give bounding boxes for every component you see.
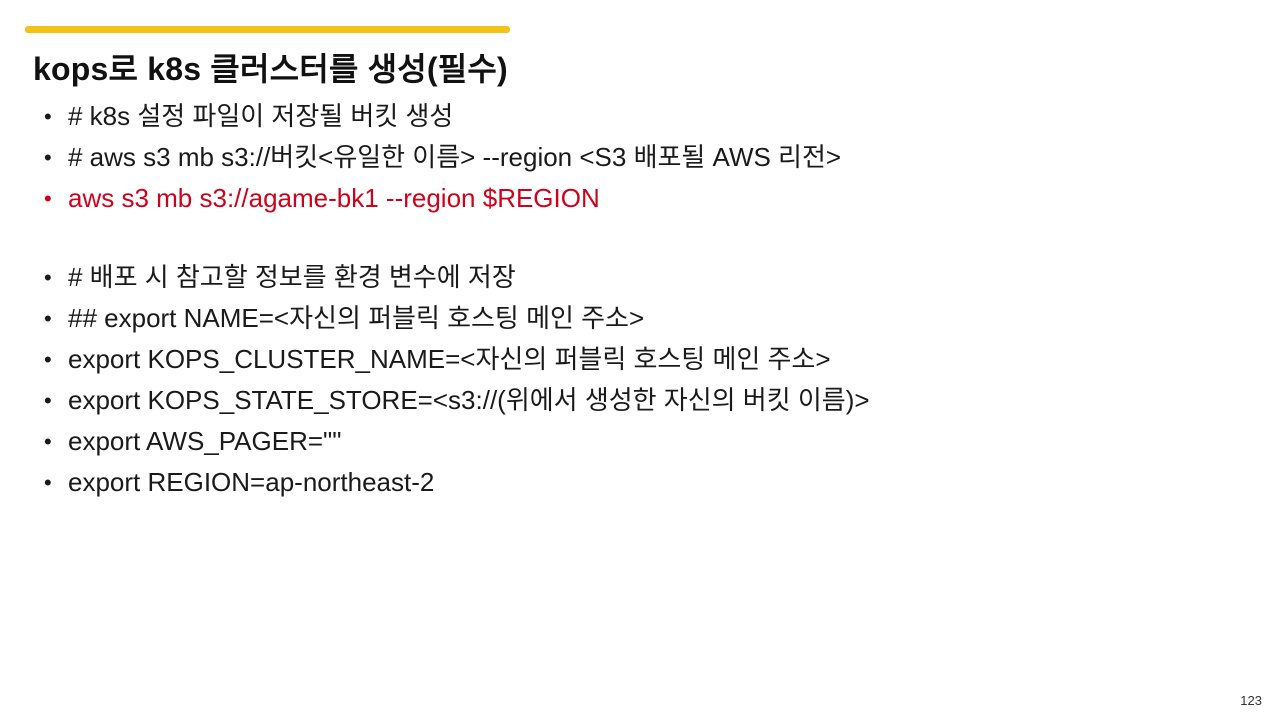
bullet-dot-icon: • [44, 186, 52, 211]
bullet-item-export-cluster-name: • export KOPS_CLUSTER_NAME=<자신의 퍼블릭 호스팅 … [40, 339, 870, 380]
bullet-dot-icon: • [44, 265, 52, 290]
bullet-text: export KOPS_STATE_STORE=<s3://(위에서 생성한 자… [68, 385, 870, 415]
bullet-item-export-name-comment: • ## export NAME=<자신의 퍼블릭 호스팅 메인 주소> [40, 298, 870, 339]
bullet-dot-icon: • [44, 104, 52, 129]
bullet-text: export REGION=ap-northeast-2 [68, 467, 435, 497]
bullet-text: export KOPS_CLUSTER_NAME=<자신의 퍼블릭 호스팅 메인… [68, 344, 831, 374]
bullet-item-comment-mb-syntax: • # aws s3 mb s3://버킷<유일한 이름> --region <… [40, 137, 870, 178]
bullet-text: # 배포 시 참고할 정보를 환경 변수에 저장 [68, 262, 516, 292]
bullet-text: # aws s3 mb s3://버킷<유일한 이름> --region <S3… [68, 142, 842, 172]
bullet-text: aws s3 mb s3://agame-bk1 --region $REGIO… [68, 183, 600, 213]
bullet-item-export-state-store: • export KOPS_STATE_STORE=<s3://(위에서 생성한… [40, 380, 870, 421]
title-accent-bar [25, 26, 510, 33]
bullet-dot-icon: • [44, 347, 52, 372]
page-number: 123 [1240, 693, 1262, 708]
bullet-dot-icon: • [44, 306, 52, 331]
bullet-text: export AWS_PAGER="" [68, 426, 342, 456]
bullet-dot-icon: • [44, 388, 52, 413]
bullet-item-comment-create-bucket: • # k8s 설정 파일이 저장될 버킷 생성 [40, 96, 870, 137]
bullet-dot-icon: • [44, 470, 52, 495]
bullet-item-export-region: • export REGION=ap-northeast-2 [40, 462, 870, 503]
bullet-text: # k8s 설정 파일이 저장될 버킷 생성 [68, 101, 454, 131]
bullet-dot-icon: • [44, 145, 52, 170]
bullet-text: ## export NAME=<자신의 퍼블릭 호스팅 메인 주소> [68, 303, 645, 333]
bullet-item-comment-env-vars: • # 배포 시 참고할 정보를 환경 변수에 저장 [40, 257, 870, 298]
bullet-item-mb-command-highlight: • aws s3 mb s3://agame-bk1 --region $REG… [40, 178, 870, 219]
slide-title: kops로 k8s 클러스터를 생성(필수) [33, 51, 508, 87]
bullet-dot-icon: • [44, 429, 52, 454]
bullet-item-export-aws-pager: • export AWS_PAGER="" [40, 421, 870, 462]
bullet-list: • # k8s 설정 파일이 저장될 버킷 생성 • # aws s3 mb s… [40, 96, 870, 503]
